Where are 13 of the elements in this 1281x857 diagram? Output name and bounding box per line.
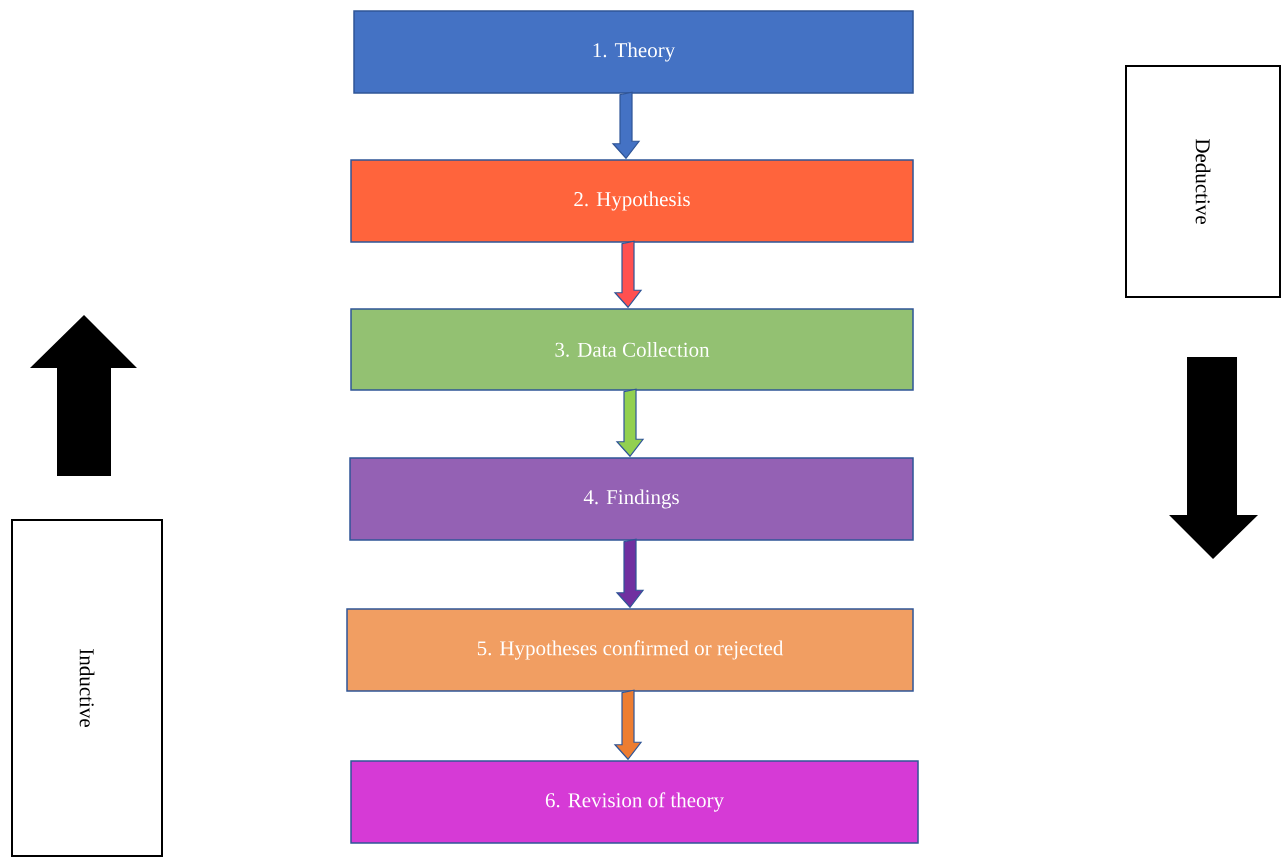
arrow bbox=[613, 240, 643, 309]
arrow bbox=[613, 689, 643, 761]
process-box: 1. Theory bbox=[353, 10, 914, 94]
process-box: 3. Data Collection bbox=[350, 308, 914, 391]
label-box: Inductive bbox=[11, 519, 163, 857]
arrow bbox=[611, 91, 641, 160]
process-box: 2. Hypothesis bbox=[350, 159, 914, 243]
label-box: Deductive bbox=[1125, 65, 1281, 298]
arrow bbox=[615, 388, 645, 458]
process-box: 4. Findings bbox=[349, 457, 914, 541]
process-box: 5. Hypotheses confirmed or rejected bbox=[346, 608, 914, 692]
arrow bbox=[615, 538, 645, 609]
process-box: 6. Revision of theory bbox=[350, 760, 919, 844]
